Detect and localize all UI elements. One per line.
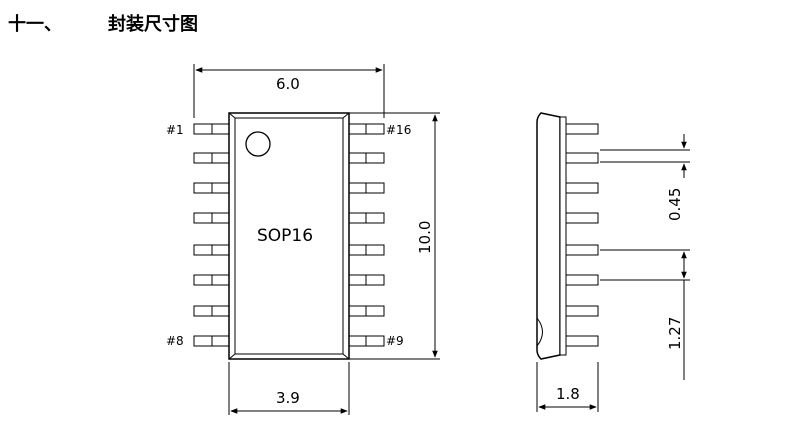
package-label: SOP16 [257,226,313,246]
lead-side [565,335,599,347]
dim-label-body-width: 3.9 [276,389,300,407]
side-view: 0.45 1.27 1.8 [536,112,690,412]
lead-side [565,182,599,194]
dim-label-lead-width: 0.45 [666,188,684,221]
dim-label-overall-width: 6.0 [276,75,300,93]
section-title: 封装尺寸图 [108,14,198,35]
dim-label-height: 1.8 [556,385,580,403]
lead-side [565,244,599,256]
pin1-marker [245,131,271,157]
top-view: SOP16 #1 #16 #8 #9 6.0 10.0 3.9 [166,64,440,415]
pin-label-1: #1 [166,123,184,137]
lead-side [565,152,599,164]
lead-side [565,123,599,135]
dimension-pitch: 1.27 [600,249,690,380]
dimension-overall-width: 6.0 [193,64,385,118]
side-body [536,112,561,360]
dim-label-pitch: 1.27 [666,317,684,350]
dimension-height: 1.8 [536,362,599,412]
side-leads [565,123,599,347]
lead-side [565,212,599,224]
pin-label-16: #16 [386,123,411,137]
dim-label-body-length: 10.0 [416,221,434,254]
pin-label-8: #8 [166,334,184,348]
dimension-lead-width: 0.45 [600,134,690,221]
dimension-body-width: 3.9 [228,362,350,415]
dimension-body-length: 10.0 [349,112,440,360]
package-body-inner [234,117,344,355]
package-body-outer [228,112,350,360]
pin-label-9: #9 [386,334,404,348]
right-leads [348,123,385,347]
lead-side [565,274,599,286]
left-leads [193,123,230,347]
section-number: 十一、 [8,14,62,35]
section-heading: 十一、 封装尺寸图 [8,10,198,36]
lead-side [565,305,599,317]
